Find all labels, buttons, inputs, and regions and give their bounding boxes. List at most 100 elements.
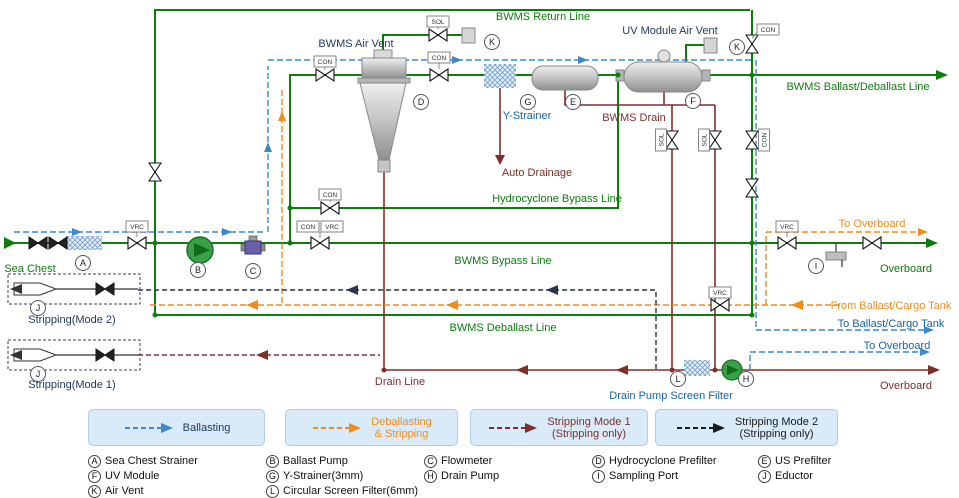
svg-text:E: E — [570, 97, 576, 107]
label-y-strainer: Y-Strainer — [503, 110, 552, 122]
uv-module — [615, 49, 711, 93]
to-overboard-arrow-blue — [920, 348, 930, 356]
label-overboard-green: Overboard — [880, 263, 932, 275]
svg-text:SOL: SOL — [702, 133, 709, 146]
tag-con: CON — [751, 23, 780, 39]
stripping2-arrow-icon — [676, 422, 725, 433]
label-drain-line: Drain Line — [375, 376, 425, 388]
svg-text:D: D — [418, 97, 425, 107]
svg-text:SOL: SOL — [659, 133, 666, 146]
label-to-ballast-cargo-tank: To Ballast/Cargo Tank — [838, 318, 945, 330]
svg-text:H: H — [743, 374, 750, 384]
auto-drainage-arrow — [495, 155, 505, 165]
label-sea-chest: Sea Chest — [4, 263, 55, 275]
legend-mode-label: Stripping Mode 1 — [547, 415, 631, 428]
tag-con: CON — [296, 220, 320, 233]
component-key-badge: L — [266, 484, 279, 498]
marker-C: C — [245, 263, 261, 279]
tag-con: CON — [758, 128, 770, 152]
svg-text:G: G — [524, 97, 531, 107]
marker-D: D — [413, 94, 429, 110]
marker-F: F — [685, 93, 701, 109]
component-markers: A B C D G E F K K I H L J J — [30, 34, 824, 387]
component-key-badge: H — [424, 469, 437, 483]
tag-con: CON — [318, 188, 342, 202]
legend-mode-label: Deballasting — [371, 415, 432, 428]
tag-con: CON — [313, 55, 337, 70]
valve-vrc — [127, 236, 147, 250]
component-key-badge: C — [424, 454, 437, 468]
svg-text:L: L — [675, 374, 680, 384]
line-labels: BWMS Return Line BWMS Air Vent UV Module… — [4, 11, 952, 402]
marker-G: G — [520, 94, 536, 110]
marker-H: H — [738, 371, 754, 387]
label-bwms-bypass-line: BWMS Bypass Line — [454, 255, 551, 267]
valve — [862, 236, 882, 250]
valve-con — [320, 201, 340, 215]
to-tank-arrow — [924, 326, 934, 334]
sea-chest-strainer — [66, 236, 102, 250]
marker-J-mode2: J — [30, 300, 46, 316]
tag-sol: SOL — [698, 128, 710, 152]
svg-text:VRC: VRC — [325, 224, 339, 231]
valve-sol — [665, 130, 679, 150]
svg-text:A: A — [80, 258, 86, 268]
diagram-canvas: VRC CON VRC CON CON SOL CON VRC VRC CON … — [4, 9, 952, 402]
flowmeter — [240, 235, 266, 255]
svg-text:F: F — [690, 96, 696, 106]
valve-con-vrc — [310, 236, 330, 250]
air-vent-device-bwms — [461, 27, 476, 44]
label-drain-pump-screen-filter: Drain Pump Screen Filter — [609, 390, 733, 402]
legend-mode-label: Ballasting — [182, 421, 231, 434]
air-vent-device-uv — [703, 37, 718, 54]
svg-text:CON: CON — [301, 224, 316, 231]
tag-sol: SOL — [655, 128, 667, 152]
stripping1-arrow-icon — [489, 422, 538, 433]
label-stripping-mode1: Stripping(Mode 1) — [28, 379, 115, 391]
overboard-arrow-maroon — [928, 365, 940, 375]
sea-chest-inlet-arrow — [4, 237, 16, 249]
svg-text:I: I — [815, 261, 818, 271]
label-to-overboard-orange: To Overboard — [839, 218, 906, 230]
label-to-overboard-blue: To Overboard — [864, 340, 931, 352]
valve-sol — [428, 28, 448, 42]
ballasting-arrow-icon — [124, 422, 173, 433]
label-hydrocyclone-bypass: Hydrocyclone Bypass Line — [492, 193, 622, 205]
valves — [28, 28, 882, 362]
component-key-badge: I — [592, 469, 605, 483]
tag-con: CON — [427, 51, 451, 69]
us-prefilter — [531, 65, 599, 91]
ballast-deballast-arrow — [936, 70, 948, 80]
svg-text:CON: CON — [323, 192, 338, 199]
valve-stripping2 — [95, 282, 115, 296]
label-ballast-deballast-line: BWMS Ballast/Deballast Line — [786, 81, 929, 93]
drain-pipes — [383, 88, 930, 371]
component-key-badge: A — [88, 454, 101, 468]
stripping-mode2-box — [7, 273, 141, 305]
eductor-mode1 — [13, 348, 58, 362]
svg-text:CON: CON — [761, 27, 776, 34]
eductor-discharge-arrow — [10, 284, 22, 294]
junction-dots — [152, 72, 755, 373]
marker-E: E — [565, 94, 581, 110]
tag-vrc: VRC — [708, 286, 732, 299]
valve-vrc — [710, 298, 730, 312]
tag-vrc: VRC — [125, 220, 149, 237]
tag-vrc: VRC — [775, 220, 799, 237]
component-key-badge: B — [266, 454, 279, 468]
label-stripping-mode2: Stripping(Mode 2) — [28, 314, 115, 326]
y-strainer-device — [484, 64, 516, 88]
marker-A: A — [75, 255, 91, 271]
deballasting-arrow-icon — [313, 422, 362, 433]
to-overboard-arrow-orange — [918, 228, 928, 236]
svg-text:VRC: VRC — [780, 224, 794, 231]
